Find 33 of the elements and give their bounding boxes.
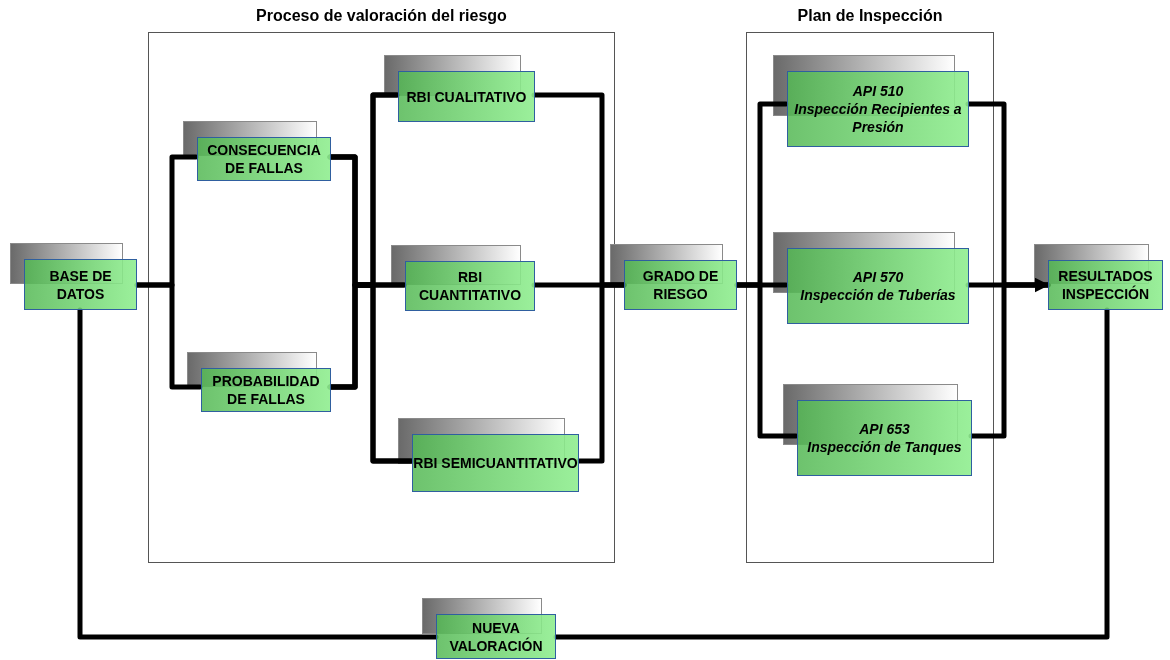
group-title: Plan de Inspección <box>796 6 944 26</box>
process-box <box>1048 260 1163 310</box>
box-label: API 570 <box>852 268 904 286</box>
process-box <box>624 260 737 310</box>
box-label: API 510 <box>852 82 904 100</box>
process-box <box>436 614 556 659</box>
process-box <box>787 71 969 147</box>
process-box <box>787 248 969 324</box>
process-box <box>24 259 137 310</box>
process-box <box>412 434 579 492</box>
box-label: CONSECUENCIA DE FALLAS <box>206 141 322 177</box>
box-label: RBI CUALITATIVO <box>406 87 527 106</box>
box-label: NUEVA VALORACIÓN <box>448 618 544 655</box>
connector-line <box>553 307 1110 640</box>
process-box <box>197 137 331 181</box>
box-label: RESULTADOS INSPECCIÓN <box>1057 267 1154 303</box>
box-label: RBI CUANTITATIVO <box>417 268 523 304</box>
process-box <box>201 368 331 412</box>
box-label: GRADO DE RIESGO <box>641 267 720 303</box>
box-label: RBI SEMICUANTITATIVO <box>413 454 578 472</box>
process-box <box>405 261 535 311</box>
box-label: Inspección Recipientes a Presión <box>793 100 963 136</box>
box-label: BASE DE DATOS <box>48 266 113 303</box>
process-box <box>797 400 972 476</box>
box-label: API 653 <box>859 420 910 438</box>
process-box <box>398 71 535 122</box>
box-label: Inspección de Tanques <box>807 438 962 456</box>
group-title: Proceso de valoración del riesgo <box>255 6 508 26</box>
box-label: Inspección de Tuberías <box>800 286 956 304</box>
connector-line <box>134 282 203 390</box>
connector-line <box>77 307 439 640</box>
box-label: PROBABILIDAD DE FALLAS <box>211 372 321 408</box>
connector-line <box>734 282 799 439</box>
